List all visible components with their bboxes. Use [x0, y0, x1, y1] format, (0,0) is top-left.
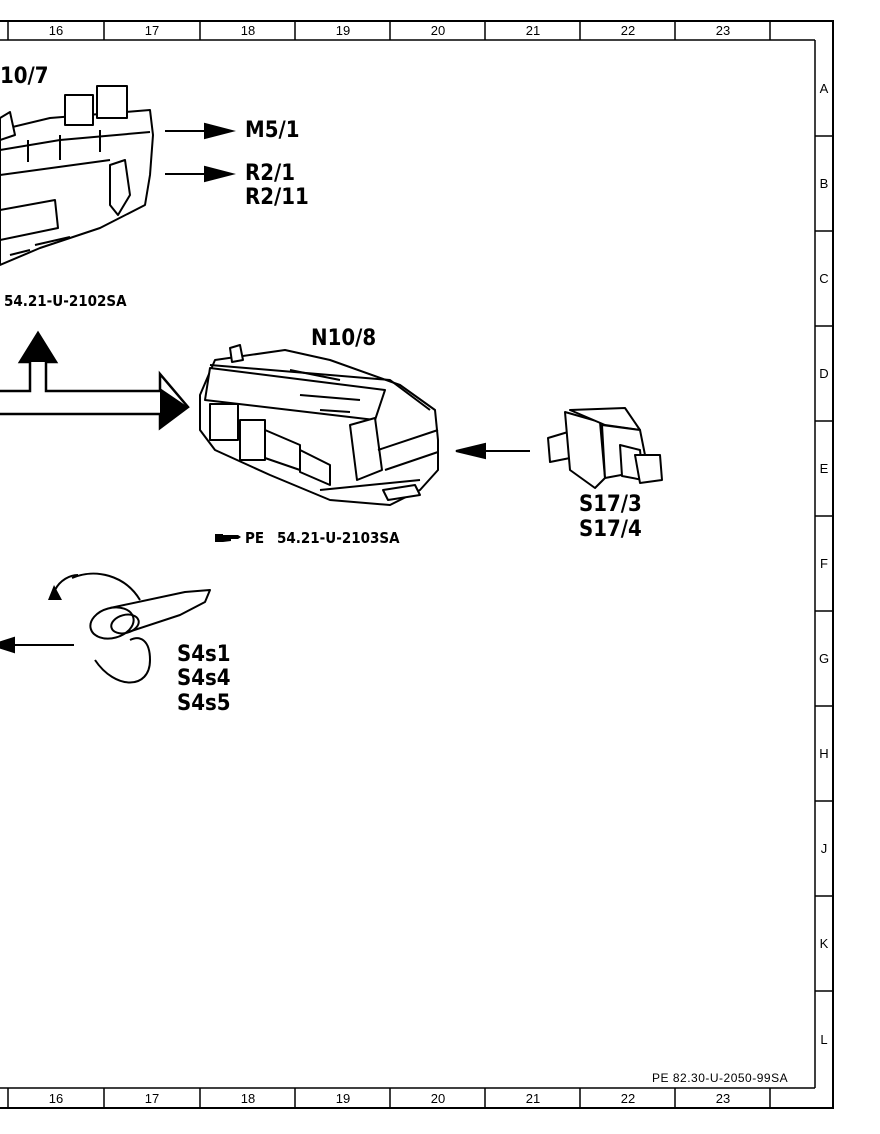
s4-rotation-arrowhead [48, 585, 62, 600]
column-number-top: 22 [620, 23, 636, 38]
r2-11-label: R2/11 [245, 185, 309, 210]
n10-7-label: 10/7 [0, 64, 49, 89]
s17-4-label: S17/4 [579, 517, 642, 542]
row-letter: D [819, 366, 829, 381]
s4s4-label: S4s4 [177, 666, 231, 691]
arrow-to-m5-1 [165, 122, 236, 140]
column-number-top: 23 [715, 23, 731, 38]
row-letter: E [819, 461, 829, 476]
row-letter: F [820, 556, 828, 571]
s17-3-label: S17/3 [579, 492, 642, 517]
s4s1-label: S4s1 [177, 642, 231, 667]
document-number: PE 82.30-U-2050-99SA [652, 1071, 789, 1085]
column-number-bottom: 17 [144, 1091, 160, 1106]
bus-arrow-heads [20, 333, 188, 428]
column-number-top: 20 [430, 23, 446, 38]
s4s5-label: S4s5 [177, 691, 231, 716]
n10-8-reference: 54.21-U-2103SA [277, 529, 400, 547]
n10-8-reference-prefix: PE [245, 529, 265, 547]
pointing-hand-icon [215, 534, 241, 542]
m5-1-label: M5/1 [245, 118, 300, 143]
row-letter: K [819, 936, 829, 951]
column-number-top: 21 [525, 23, 541, 38]
arrow-from-s17 [455, 442, 530, 460]
row-letter: C [819, 271, 829, 286]
column-number-bottom: 23 [715, 1091, 731, 1106]
n10-7-reference: 54.21-U-2102SA [4, 292, 127, 310]
column-number-top: 19 [335, 23, 351, 38]
r2-1-label: R2/1 [245, 161, 296, 186]
row-letter: L [820, 1032, 828, 1047]
n10-7-module-drawing [0, 85, 154, 266]
n10-8-label: N10/8 [311, 326, 377, 351]
column-number-top: 17 [144, 23, 160, 38]
column-number-bottom: 19 [335, 1091, 351, 1106]
column-number-bottom: 18 [240, 1091, 256, 1106]
column-number-top: 18 [240, 23, 256, 38]
arrow-from-s4 [0, 636, 74, 654]
column-number-bottom: 16 [48, 1091, 64, 1106]
column-number-top: 16 [48, 23, 64, 38]
bus-arrow [0, 330, 190, 431]
row-letter: B [819, 176, 829, 191]
row-letter: A [819, 81, 829, 96]
n10-8-module-drawing [199, 344, 439, 506]
column-number-bottom: 20 [430, 1091, 446, 1106]
row-letter: H [819, 746, 829, 761]
drawing-frame [0, 20, 834, 1109]
row-letter: G [818, 651, 830, 666]
column-number-bottom: 21 [525, 1091, 541, 1106]
column-ticks [7, 21, 771, 1108]
s17-switch-drawing [547, 407, 663, 489]
arrow-to-r2 [165, 165, 236, 183]
s4-stalk-drawing [54, 572, 211, 684]
column-number-bottom: 22 [620, 1091, 636, 1106]
row-letter: J [820, 841, 828, 856]
row-ticks [815, 135, 833, 992]
